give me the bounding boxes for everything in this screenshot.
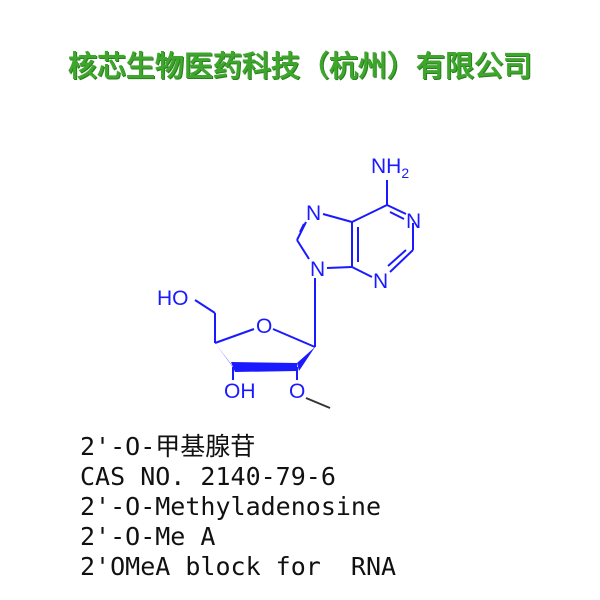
bond-c6-n1 xyxy=(386,204,407,215)
bond-c5p-o5 xyxy=(194,299,216,314)
wedge-c2-c1 xyxy=(297,347,315,371)
atom-o4: O xyxy=(256,315,272,338)
atom-oh3: OH xyxy=(224,380,256,403)
bonds xyxy=(194,180,414,409)
wedge-c4-c3 xyxy=(215,343,235,370)
atom-n9: N xyxy=(310,258,325,281)
bond-c2-n3-double xyxy=(387,249,407,267)
bond-o2-methyl xyxy=(305,397,331,409)
atom-o2: O xyxy=(289,380,305,403)
atom-n1: N xyxy=(406,210,421,233)
bond-n9-c4 xyxy=(326,266,353,269)
wedge-bonds xyxy=(215,343,315,372)
bond-c5-c6 xyxy=(351,204,388,223)
bond-n7-c8-double xyxy=(299,223,305,233)
bond-c8-n9 xyxy=(296,239,310,260)
atom-n3: N xyxy=(373,270,388,293)
atom-labels: NH2 N N N N O HO OH O xyxy=(157,155,421,403)
atom-n7: N xyxy=(306,202,321,225)
bond-o4-c4 xyxy=(214,328,255,344)
bond-n3-c4 xyxy=(351,266,373,278)
wedge-c3-c2 xyxy=(231,362,297,372)
atom-ho5: HO xyxy=(157,287,189,310)
atom-nh2: NH2 xyxy=(371,155,409,181)
bond-c1-o4 xyxy=(272,328,316,348)
bond-c5-n7 xyxy=(322,213,353,223)
short-name: 2'-O-Me A xyxy=(80,522,216,551)
usage-note: 2'OMeA block for RNA xyxy=(80,552,397,581)
bond-c2-n3 xyxy=(389,249,414,273)
chemical-structure: NH2 N N N N O HO OH O xyxy=(157,155,421,409)
english-name: 2'-O-Methyladenosine xyxy=(80,492,382,521)
company-name: 核芯生物医药科技（杭州）有限公司 xyxy=(67,49,532,83)
bond-c6-n1-double xyxy=(389,211,405,220)
chinese-name: 2'-O-甲基腺苷 xyxy=(80,432,256,461)
cas-number: CAS NO. 2140-79-6 xyxy=(80,462,336,491)
